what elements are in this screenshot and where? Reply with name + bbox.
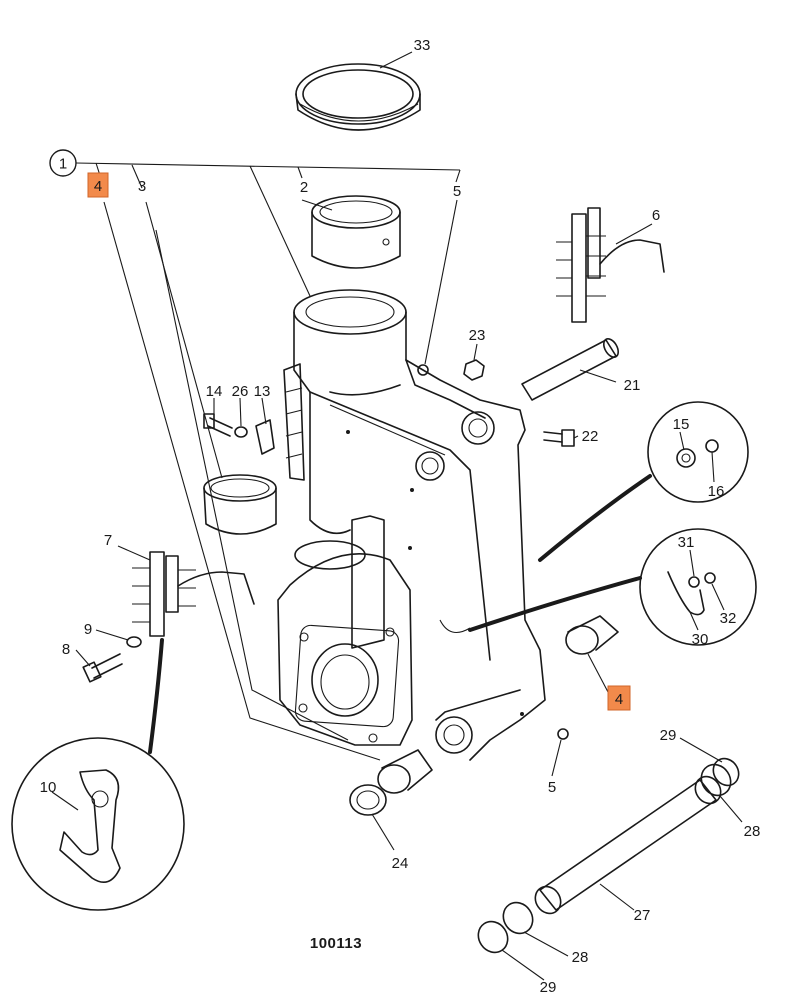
callout-21: 21	[624, 377, 641, 394]
callout-22: 22	[582, 428, 599, 445]
callout-33: 33	[414, 37, 431, 54]
part-22-bolt	[543, 429, 575, 447]
svg-text:4: 4	[615, 691, 623, 708]
callout-32: 32	[720, 610, 737, 627]
callout-28-bottom: 28	[572, 949, 589, 966]
callout-29-bottom: 29	[540, 979, 557, 996]
part-5-grease-nipple-top	[417, 364, 429, 376]
callout-26: 26	[232, 383, 249, 400]
callout-7: 7	[104, 532, 112, 549]
callout-5-bottom: 5	[548, 779, 556, 796]
callout-10: 10	[40, 779, 57, 796]
part-4-bushing-right	[565, 615, 619, 655]
callout-4-highlighted-top: 4	[87, 172, 109, 198]
part-4-bushing-bottom	[377, 749, 433, 794]
callout-27: 27	[634, 907, 651, 924]
callout-1: 1	[49, 149, 77, 177]
callout-3: 3	[138, 178, 146, 195]
callout-2: 2	[300, 179, 308, 196]
callout-16: 16	[708, 483, 725, 500]
drawing-reference-number: 100113	[310, 935, 362, 952]
part-3-bushing	[203, 474, 277, 535]
callout-9: 9	[84, 621, 92, 638]
detail-circle-10	[11, 638, 185, 911]
callout-14: 14	[206, 383, 223, 400]
part-13-clip	[255, 419, 275, 455]
callout-13: 13	[254, 383, 271, 400]
callout-23: 23	[469, 327, 486, 344]
callout-29-top: 29	[660, 727, 677, 744]
part-8-bolt	[82, 653, 123, 683]
detail-circle-15-16	[538, 401, 749, 562]
part-24-shim	[349, 784, 387, 816]
part-29-circlip-top	[712, 757, 740, 787]
callout-5-top: 5	[453, 183, 461, 200]
main-housing	[277, 289, 546, 761]
callout-6: 6	[652, 207, 660, 224]
part-9-washer	[126, 636, 142, 648]
svg-text:4: 4	[94, 178, 102, 195]
part-26-washer	[234, 426, 248, 438]
part-29-circlip-bottom	[477, 920, 509, 954]
part-5-grease-nipple-bottom	[557, 728, 569, 740]
part-6-grease-manifold	[556, 207, 665, 323]
part-23-nut	[463, 359, 485, 381]
callout-31: 31	[678, 534, 695, 551]
callout-leaders	[51, 51, 743, 981]
callout-15: 15	[673, 416, 690, 433]
part-14-bolt	[203, 413, 233, 437]
part-28-shim-bottom	[502, 901, 534, 935]
callout-28-top: 28	[744, 823, 761, 840]
callout-30: 30	[692, 631, 709, 648]
svg-text:1: 1	[59, 156, 67, 173]
part-21-pin	[521, 338, 620, 401]
callout-4-highlighted-right: 4	[607, 685, 631, 711]
part-27-pivot-pin	[534, 775, 722, 915]
part-2-bushing	[311, 195, 401, 269]
callout-24: 24	[392, 855, 409, 872]
part-7-grease-manifold	[132, 551, 255, 637]
callout-8: 8	[62, 641, 70, 658]
part-28-shim-top	[700, 763, 732, 797]
part-33-seal-ring	[295, 63, 421, 131]
